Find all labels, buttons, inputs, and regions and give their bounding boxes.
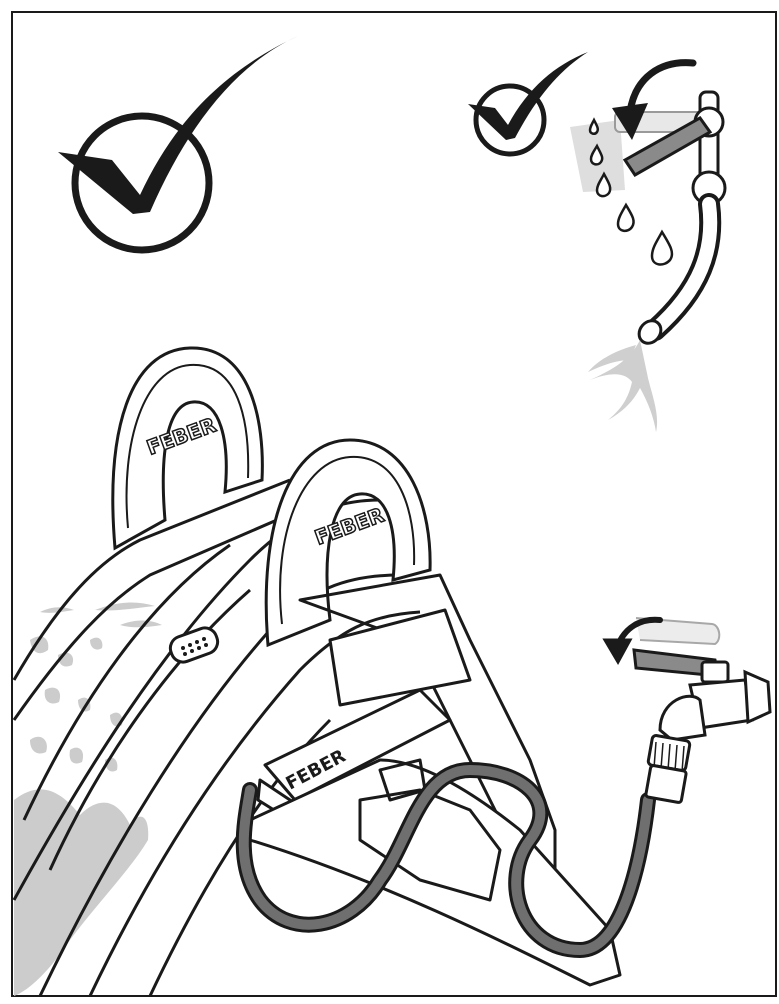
curved-arrow-icon [602,638,633,666]
hose-spray [588,340,658,432]
garden-hose [235,762,656,958]
check-circle-icon [58,36,298,254]
wall-tap-detail [570,59,727,432]
curved-arrow-icon [612,103,648,140]
garden-tap [602,616,772,804]
slide [12,478,421,997]
check-circle-icon [468,52,588,157]
water-drops [588,117,674,266]
